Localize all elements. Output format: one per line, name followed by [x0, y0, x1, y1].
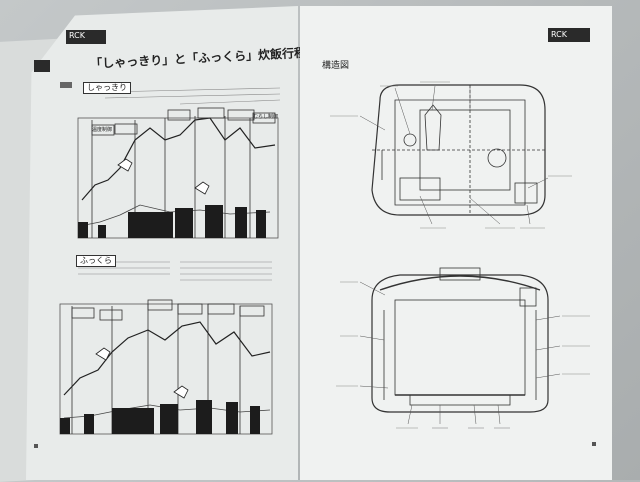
top-view-diagram: [371, 84, 546, 216]
section-label-fukkura: ふっくら: [76, 255, 116, 267]
callout-label-lines: [330, 81, 590, 429]
stage-label-temperature: 温度制御: [92, 127, 113, 133]
side-tab: [60, 82, 72, 88]
header-badge-bg: [548, 28, 590, 42]
shakkiri-chart: [77, 107, 279, 239]
side-badge: [34, 60, 50, 72]
header-badge: RCK: [551, 30, 567, 39]
fukkura-heater-bars: [60, 400, 260, 434]
section-label-shakkiri: しゃっきり: [83, 82, 131, 94]
cross-section-diagram: [371, 267, 549, 413]
diagram-title: 構造図: [322, 61, 350, 71]
stage-label-steaming: むらし制御: [253, 114, 279, 120]
shakkiri-heater-bars: [78, 205, 266, 238]
header-badge-bg: [66, 30, 106, 44]
pointing-hand-icon: [95, 347, 189, 399]
header-badge: RCK: [69, 31, 85, 40]
body-text-lines: [78, 87, 281, 281]
callout-leaders: [359, 85, 561, 425]
pointing-hand-icon: [117, 158, 210, 195]
page-number-left: [34, 444, 38, 448]
page-number-right: [592, 442, 596, 446]
